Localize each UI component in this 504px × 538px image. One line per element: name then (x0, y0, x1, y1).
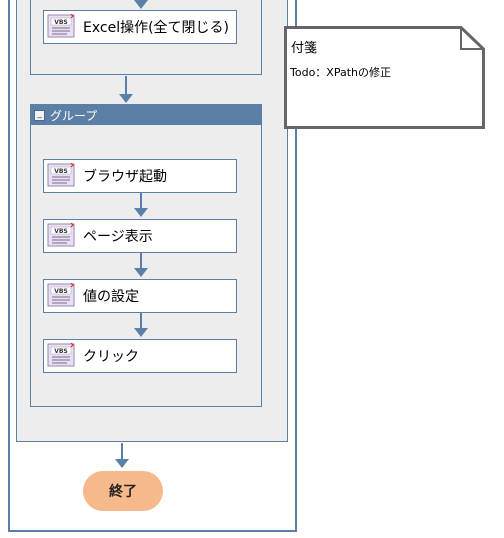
svg-text:VBS: VBS (54, 19, 68, 26)
connector-line (140, 193, 142, 208)
vbs-script-icon: VBS (47, 14, 75, 38)
svg-text:VBS: VBS (54, 228, 68, 235)
connector-arrow (134, 0, 148, 9)
svg-text:VBS: VBS (54, 348, 68, 355)
step-set-value[interactable]: VBS 値の設定 (43, 279, 237, 313)
connector-arrow (134, 208, 148, 217)
connector-arrow (134, 328, 148, 337)
step-browser-launch[interactable]: VBS ブラウザ起動 (43, 159, 237, 193)
group-title: グループ (50, 109, 98, 123)
end-label: 終了 (109, 484, 137, 500)
vbs-script-icon: VBS (47, 343, 75, 367)
step-label: Excel操作(全て閉じる) (83, 20, 230, 36)
group-header[interactable]: _ グループ (31, 105, 261, 125)
vbs-script-icon: VBS (47, 223, 75, 247)
step-page-display[interactable]: VBS ページ表示 (43, 219, 237, 253)
svg-text:VBS: VBS (54, 288, 68, 295)
svg-text:VBS: VBS (54, 168, 68, 175)
sticky-note[interactable] (284, 26, 485, 129)
end-node[interactable]: 終了 (83, 471, 163, 511)
step-label: ブラウザ起動 (83, 169, 167, 185)
connector-line (140, 313, 142, 328)
vbs-script-icon: VBS (47, 283, 75, 307)
connector-line (140, 253, 142, 268)
connector-line (125, 76, 127, 94)
collapse-toggle-icon[interactable]: _ (34, 110, 45, 121)
sticky-note-title: 付箋 (291, 41, 318, 56)
step-label: 値の設定 (83, 289, 139, 305)
connector-arrow (134, 268, 148, 277)
connector-arrow (119, 94, 133, 103)
vbs-script-icon: VBS (47, 163, 75, 187)
sticky-note-body: Todo：XPathの修正 (290, 66, 391, 79)
step-click[interactable]: VBS クリック (43, 339, 237, 373)
connector-arrow (115, 459, 129, 468)
connector-line (121, 443, 123, 459)
step-label: ページ表示 (83, 229, 153, 245)
step-label: クリック (83, 349, 139, 365)
step-excel-close-all[interactable]: VBS Excel操作(全て閉じる) (43, 10, 237, 44)
